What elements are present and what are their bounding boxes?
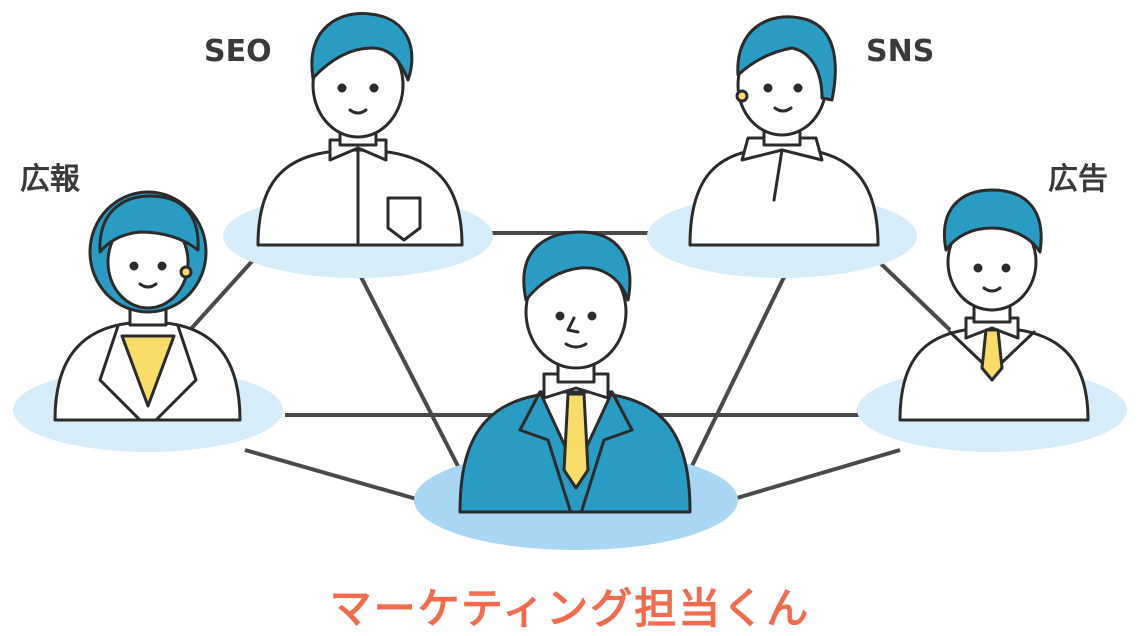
center-tie bbox=[562, 392, 590, 490]
pr-person bbox=[53, 190, 242, 422]
seo-pocket bbox=[386, 196, 422, 242]
link-seo-center bbox=[358, 274, 462, 471]
sns-earring bbox=[735, 89, 749, 103]
pr-earring bbox=[179, 265, 193, 279]
link-sns-center bbox=[688, 274, 787, 471]
label-sns: SNS bbox=[866, 34, 935, 69]
pr-hair bbox=[98, 194, 200, 254]
seo-hair bbox=[310, 11, 414, 82]
seo-person bbox=[256, 11, 464, 247]
sns-body bbox=[688, 146, 880, 247]
center-person bbox=[458, 230, 692, 514]
diagram-title: マーケティング担当くん bbox=[329, 584, 811, 633]
label-seo: SEO bbox=[204, 34, 272, 69]
sns-hair bbox=[736, 15, 837, 102]
ad-hair bbox=[943, 188, 1043, 254]
pr-inner bbox=[120, 334, 176, 408]
label-pr: 広報 bbox=[20, 162, 80, 197]
sns-person bbox=[688, 15, 880, 247]
link-seo-pr bbox=[188, 256, 257, 332]
ad-tie bbox=[980, 328, 1004, 382]
link-pr-center bbox=[244, 448, 421, 502]
link-sns-ad bbox=[873, 256, 952, 332]
center-hair bbox=[522, 230, 632, 302]
seo-body bbox=[256, 148, 464, 247]
link-ad-center bbox=[729, 448, 901, 502]
ad-person bbox=[898, 188, 1090, 422]
label-ad: 広告 bbox=[1048, 162, 1108, 197]
